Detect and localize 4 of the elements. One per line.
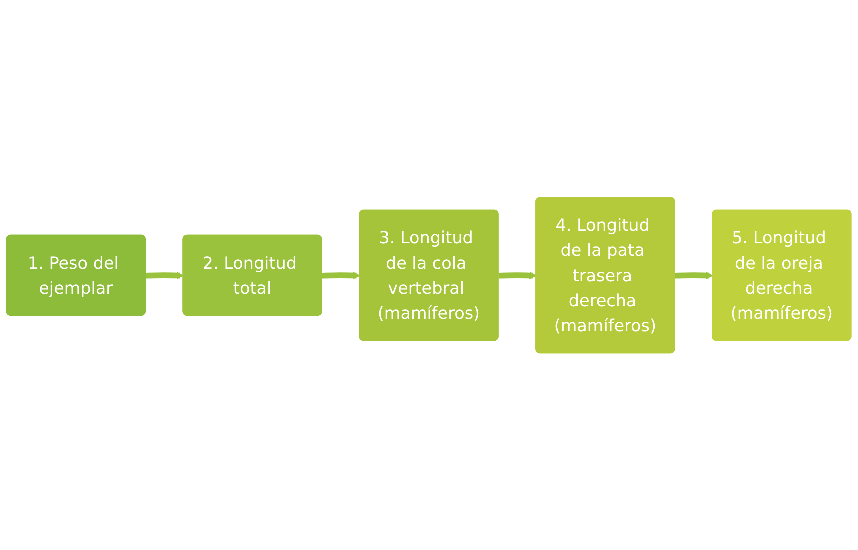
arrow (146, 272, 184, 279)
arrow (322, 272, 360, 279)
arrow (498, 272, 537, 279)
arrow (675, 272, 714, 279)
